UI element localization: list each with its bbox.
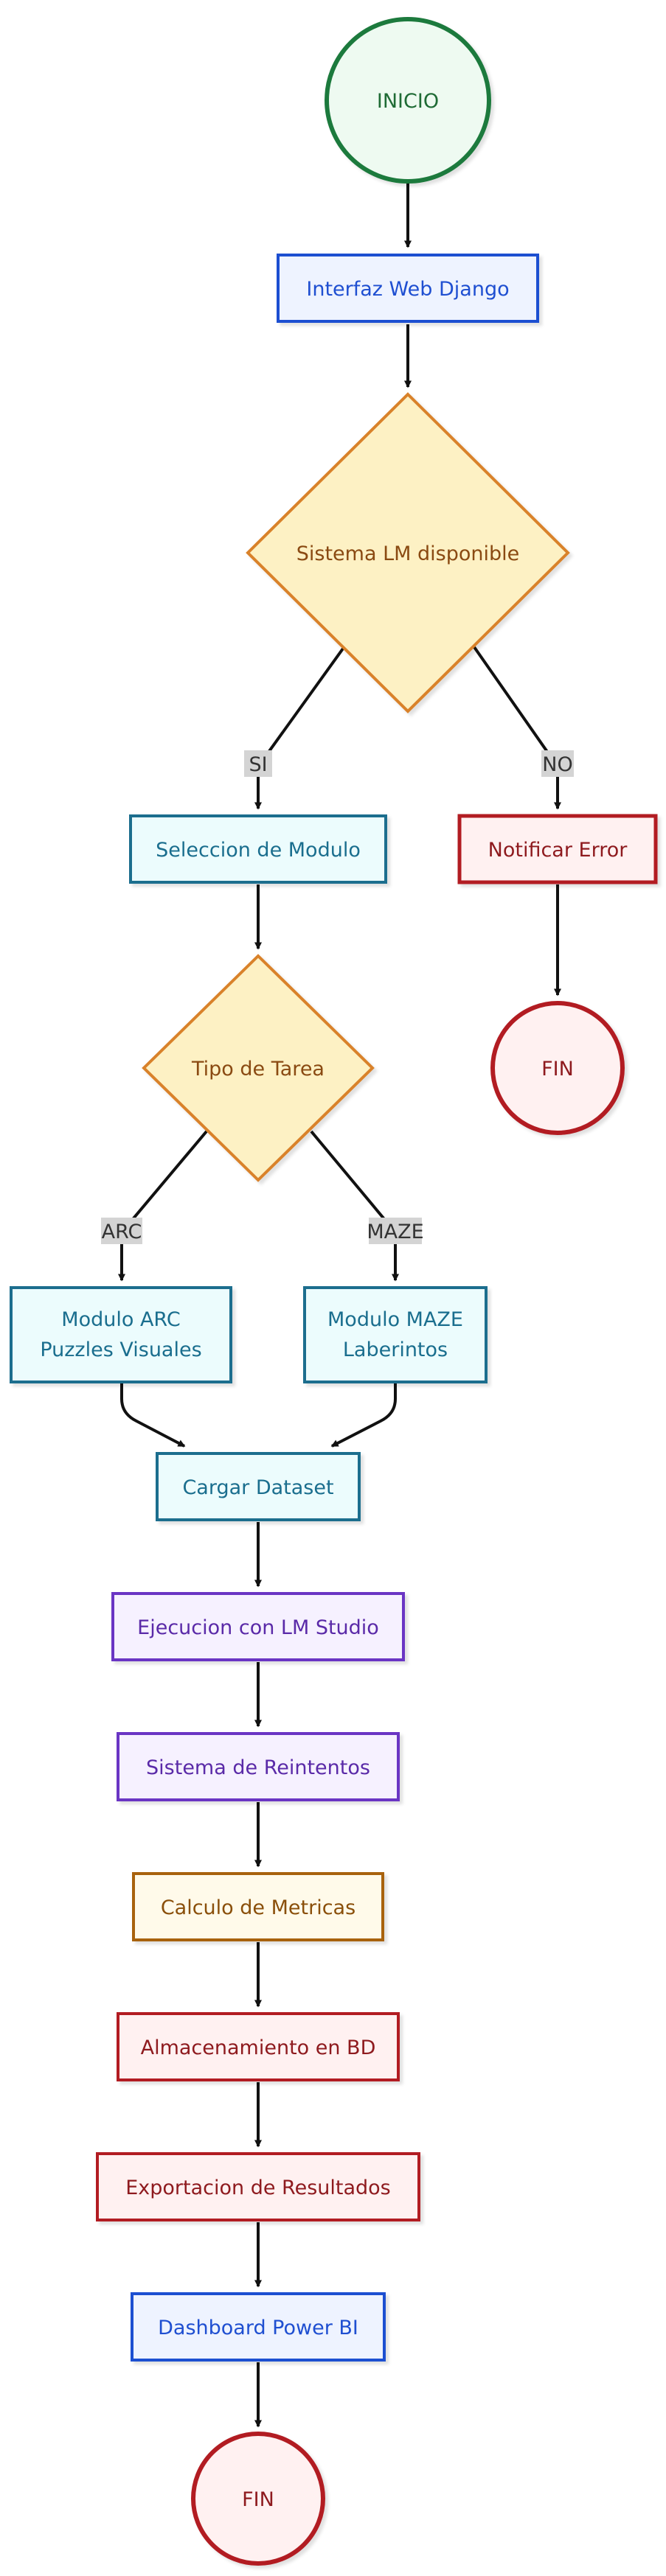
edge-label-si: SI	[244, 750, 272, 777]
node-sistema-lm-label: Sistema LM disponible	[296, 542, 519, 565]
node-dashboard-label: Dashboard Power BI	[158, 2317, 358, 2339]
node-ejecucion	[111, 1592, 405, 1661]
node-metricas	[132, 1872, 384, 1941]
node-interfaz-label: Interfaz Web Django	[306, 278, 509, 301]
node-metricas-label: Calculo de Metricas	[161, 1896, 355, 1919]
node-exportacion-label: Exportacion de Resultados	[125, 2177, 391, 2199]
node-cargar-dataset	[156, 1452, 361, 1521]
edges	[118, 183, 561, 2428]
node-inicio-label: INICIO	[377, 90, 439, 113]
node-ejecucion-label: Ejecucion con LM Studio	[137, 1616, 379, 1639]
node-interfaz	[277, 254, 539, 323]
node-modulo-arc	[10, 1286, 232, 1383]
node-tipo-tarea	[142, 954, 375, 1182]
node-modulo-arc-line1: Modulo ARC	[61, 1308, 180, 1331]
node-cargar-dataset-label: Cargar Dataset	[182, 1476, 333, 1499]
edge-sistema-no	[473, 646, 561, 810]
edge-tipo-maze	[310, 1130, 399, 1282]
node-sistema-lm	[246, 392, 570, 713]
node-dashboard	[131, 2292, 386, 2362]
node-reintentos	[117, 1732, 400, 1801]
node-modulo-maze-line1: Modulo MAZE	[327, 1308, 463, 1331]
node-almacenamiento	[117, 2012, 400, 2081]
edge-label-no: NO	[541, 750, 574, 777]
node-notificar-error	[457, 814, 658, 884]
edge-label-no-text: NO	[542, 753, 572, 776]
edge-sistema-si	[254, 647, 344, 810]
edge-label-arc-text: ARC	[102, 1221, 142, 1243]
edge-label-maze-text: MAZE	[367, 1221, 423, 1243]
node-exportacion	[96, 2152, 420, 2221]
node-seleccion	[129, 814, 387, 884]
node-modulo-arc-line2: Puzzles Visuales	[40, 1338, 201, 1361]
edge-arc-cargar	[120, 1382, 186, 1448]
edge-tipo-arc	[118, 1130, 208, 1282]
node-modulo-maze-line2: Laberintos	[343, 1338, 448, 1361]
node-fin-error	[490, 1001, 625, 1135]
edge-label-maze: MAZE	[367, 1218, 424, 1244]
node-tipo-tarea-label: Tipo de Tarea	[191, 1058, 325, 1081]
node-inicio	[325, 17, 491, 184]
edge-maze-cargar	[330, 1382, 397, 1448]
node-fin-final	[191, 2432, 325, 2566]
edge-label-si-text: SI	[249, 753, 267, 776]
node-fin-final-label: FIN	[242, 2488, 274, 2511]
node-fin-error-label: FIN	[541, 1058, 574, 1081]
node-modulo-maze	[303, 1286, 488, 1383]
edge-label-arc: ARC	[101, 1218, 142, 1244]
node-almacenamiento-label: Almacenamiento en BD	[141, 2036, 376, 2059]
node-notificar-error-label: Notificar Error	[488, 839, 628, 862]
node-seleccion-label: Seleccion de Modulo	[156, 839, 361, 862]
node-reintentos-label: Sistema de Reintentos	[146, 1756, 370, 1779]
